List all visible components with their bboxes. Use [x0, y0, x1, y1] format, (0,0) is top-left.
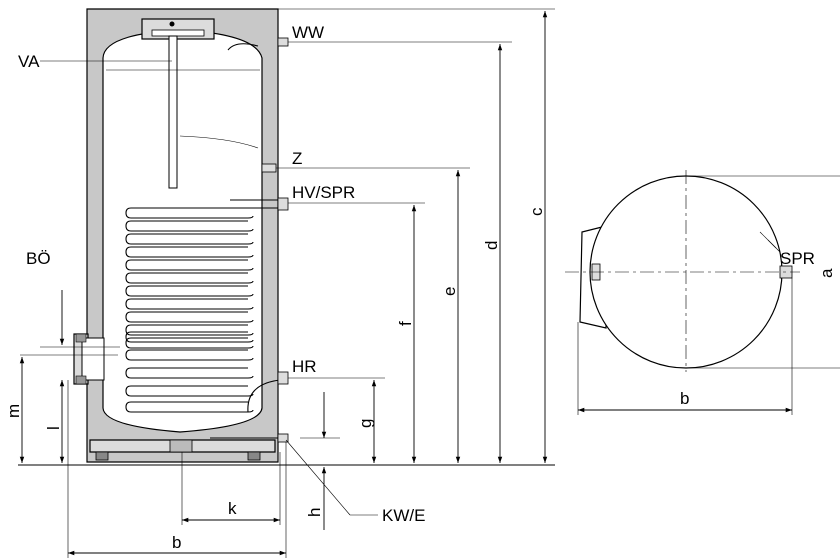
coil-loop — [125, 259, 254, 271]
side-view: WW VA Z HV/SPR BÖ HR KW/E c d e f g h m … — [4, 8, 555, 558]
coil-loop — [125, 349, 254, 361]
coil-loop — [125, 337, 254, 349]
dim-f: f — [396, 321, 415, 326]
coil-loop — [125, 311, 254, 323]
dim-b-top: b — [680, 389, 689, 408]
coil-loop — [125, 367, 254, 379]
dim-e: e — [440, 287, 459, 296]
dim-l: l — [44, 426, 63, 430]
label-z: Z — [292, 149, 302, 168]
dim-c: c — [527, 207, 546, 216]
dim-m: m — [4, 404, 23, 418]
label-hv-spr: HV/SPR — [292, 183, 355, 202]
label-kw-e: KW/E — [382, 506, 425, 525]
dim-b-side: b — [172, 533, 181, 552]
coil-loop — [125, 331, 254, 343]
top-view: SPR a b — [565, 170, 840, 415]
ww-pipe — [277, 37, 289, 47]
label-ww: WW — [292, 23, 324, 42]
coil-loop — [125, 285, 254, 297]
anode-rod — [168, 35, 178, 189]
label-va: VA — [18, 52, 40, 71]
coil-return-pipe — [247, 379, 281, 413]
hv-pipe — [277, 197, 289, 211]
heat-exchanger-coil — [125, 199, 286, 413]
dim-d: d — [482, 241, 501, 250]
dim-h: h — [305, 508, 324, 517]
coil-loop — [125, 233, 254, 245]
dim-k: k — [228, 499, 237, 518]
z-pipe — [261, 163, 277, 173]
coil-loop — [125, 272, 254, 284]
coil-loop — [125, 298, 254, 310]
inspection-flange — [73, 333, 105, 385]
hr-pipe — [277, 371, 289, 385]
label-spr: SPR — [780, 249, 815, 268]
dim-g: g — [356, 419, 375, 428]
label-bo: BÖ — [26, 249, 51, 268]
coil-loop — [125, 220, 254, 232]
dim-a: a — [817, 268, 836, 278]
coil-loop — [125, 246, 254, 258]
coil-loop — [125, 401, 254, 413]
coil-loop — [125, 207, 254, 219]
label-hr: HR — [292, 357, 317, 376]
